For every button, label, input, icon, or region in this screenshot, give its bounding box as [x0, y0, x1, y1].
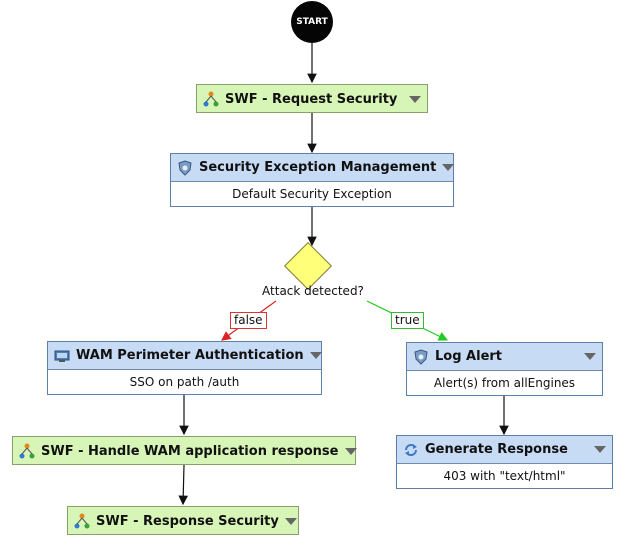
- edge-handle-to-response-security: [178, 464, 189, 506]
- shield-gear-icon: [177, 159, 193, 176]
- false-branch-label: false: [230, 312, 267, 329]
- workflow-icon: [203, 91, 219, 107]
- start-node[interactable]: START: [291, 1, 333, 43]
- chevron-down-icon[interactable]: [594, 446, 606, 453]
- node-security-exception[interactable]: Security Exception Management Default Se…: [170, 153, 455, 207]
- chevron-down-icon[interactable]: [344, 447, 357, 455]
- true-branch-label: true: [391, 312, 424, 329]
- refresh-arrows-icon: [403, 442, 419, 458]
- workflow-icon: [19, 443, 35, 459]
- computer-key-icon: [54, 348, 70, 364]
- chevron-down-icon[interactable]: [309, 352, 322, 359]
- node-wam-auth[interactable]: WAM Perimeter Authentication SSO on path…: [47, 341, 322, 395]
- decision-question: Attack detected?: [262, 284, 364, 298]
- node-request-security[interactable]: SWF - Request Security: [196, 84, 428, 113]
- node-subtitle: Default Security Exception: [232, 187, 392, 201]
- shield-gear-icon: [413, 348, 429, 365]
- node-title: Generate Response: [425, 442, 568, 457]
- node-subtitle: Alert(s) from allEngines: [433, 376, 576, 390]
- node-title: WAM Perimeter Authentication: [76, 348, 304, 363]
- node-subtitle: 403 with "text/html": [443, 469, 566, 483]
- node-response-security[interactable]: SWF - Response Security: [67, 506, 299, 535]
- workflow-icon: [74, 513, 90, 529]
- node-handle-wam-response[interactable]: SWF - Handle WAM application response: [12, 436, 357, 465]
- chevron-down-icon[interactable]: [442, 164, 455, 171]
- node-title: SWF - Request Security: [225, 91, 398, 107]
- node-title: SWF - Handle WAM application response: [41, 443, 339, 459]
- node-generate-response[interactable]: Generate Response 403 with "text/html": [396, 435, 613, 489]
- node-title: SWF - Response Security: [96, 513, 279, 529]
- chevron-down-icon[interactable]: [284, 517, 297, 525]
- node-subtitle: SSO on path /auth: [129, 375, 240, 389]
- chevron-down-icon[interactable]: [584, 353, 596, 360]
- node-title: Security Exception Management: [199, 160, 437, 175]
- chevron-down-icon[interactable]: [409, 95, 421, 103]
- node-title: Log Alert: [435, 349, 503, 364]
- node-log-alert[interactable]: Log Alert Alert(s) from allEngines: [406, 342, 603, 396]
